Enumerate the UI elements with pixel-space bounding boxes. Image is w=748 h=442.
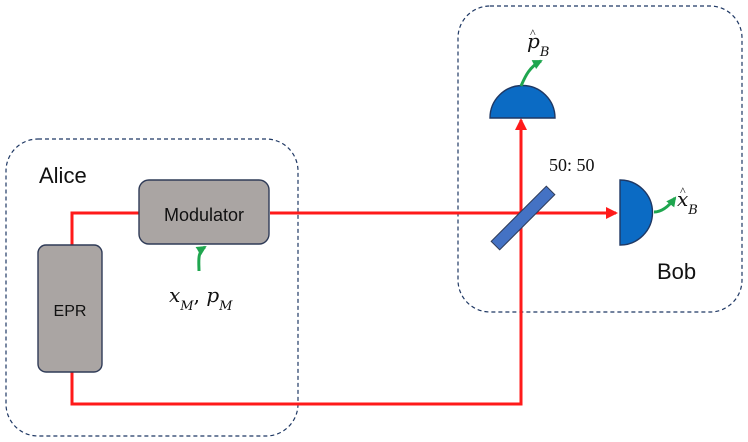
- p-output-arrow-icon: [519, 59, 543, 87]
- modulation-arrow-icon: [195, 245, 207, 272]
- x-output-subscript: B: [687, 203, 698, 218]
- p-output-label: pB ^: [527, 26, 549, 60]
- x-output-label: xB ^: [677, 184, 698, 218]
- beam-splitter-label: 50: 50: [549, 155, 595, 175]
- epr-source: [37, 244, 103, 373]
- svg-text:xB: xB: [677, 187, 698, 218]
- alice-label: Alice: [39, 163, 87, 188]
- p-detector: [489, 84, 556, 119]
- x-subscript: M: [179, 299, 194, 314]
- x-hat-symbol: ^: [680, 184, 686, 198]
- x-detector: [619, 179, 654, 246]
- p-hat-symbol: ^: [530, 26, 536, 40]
- local-oscillator-beam: [70, 118, 527, 406]
- x-base: x: [169, 283, 180, 307]
- modulator-box: [138, 179, 270, 245]
- p-output-subscript: B: [539, 45, 550, 60]
- epr-label: EPR: [54, 303, 87, 320]
- modulation-inputs-label: xM, pM: [169, 283, 233, 314]
- svg-text:pB: pB: [527, 29, 549, 60]
- modulator-label: Modulator: [164, 205, 244, 225]
- x-output-arrow-icon: [653, 196, 677, 214]
- bob-label: Bob: [657, 259, 696, 284]
- beam-splitter: [490, 185, 556, 251]
- separator: ,: [194, 283, 207, 307]
- p-subscript: M: [218, 299, 233, 314]
- beam-paths: [70, 118, 618, 406]
- x-output-base: x: [677, 187, 688, 211]
- p-output-base: p: [527, 29, 540, 53]
- alice-region: [5, 138, 299, 437]
- epr-to-modulator-beam: [70, 211, 140, 246]
- p-base: p: [206, 283, 219, 307]
- bob-region: [457, 5, 743, 313]
